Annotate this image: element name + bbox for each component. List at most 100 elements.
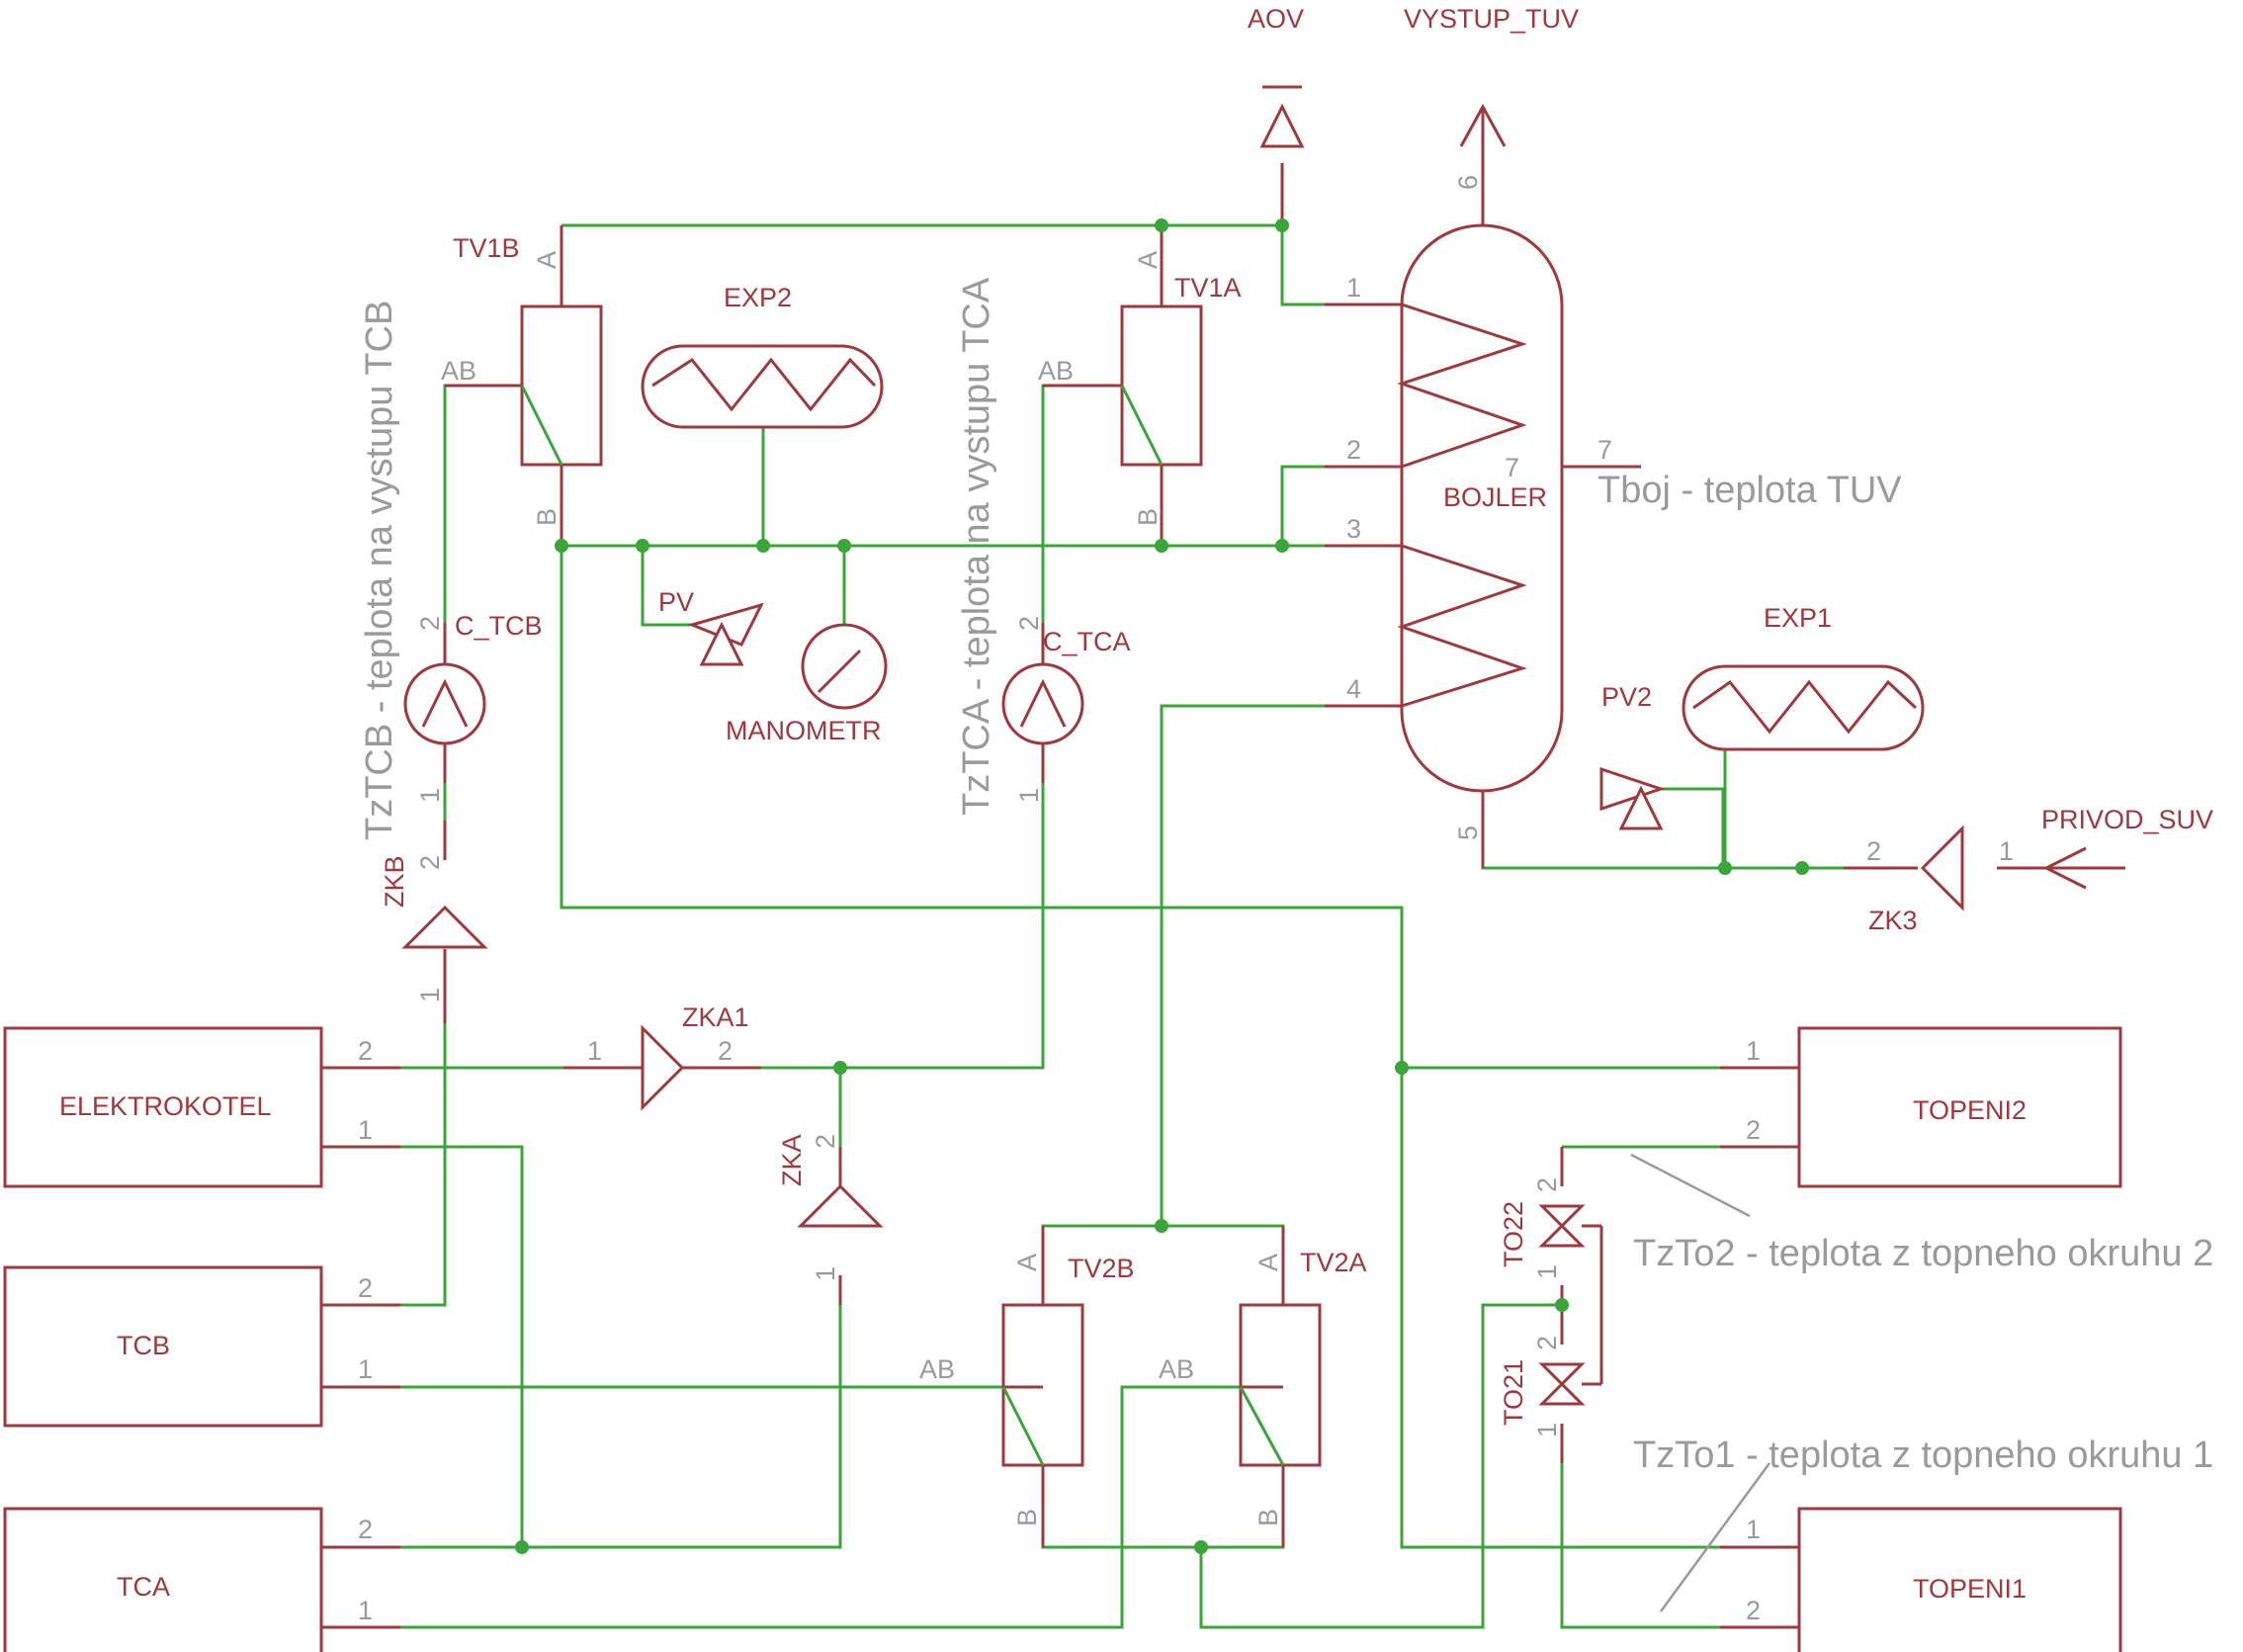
- topeni1-box[interactable]: [1797, 1507, 2122, 1652]
- pv-label: PV: [658, 587, 694, 617]
- svg-text:5: 5: [1453, 826, 1483, 840]
- svg-text:B: B: [1012, 1509, 1042, 1526]
- svg-text:2: 2: [358, 1273, 373, 1303]
- zka1-check-valve[interactable]: [641, 1024, 685, 1111]
- tv1a-valve[interactable]: [1120, 304, 1203, 467]
- tv2b-valve[interactable]: [1001, 1303, 1084, 1467]
- topeni2-box[interactable]: [1797, 1026, 2122, 1188]
- svg-text:2: 2: [1532, 1177, 1562, 1192]
- wire-tv1a-ab: [1041, 384, 1122, 623]
- zk3-check-valve[interactable]: [1920, 825, 1964, 912]
- wire-zka-tca: [400, 1275, 842, 1549]
- privod-suv-label: PRIVOD_SUV: [2041, 805, 2213, 834]
- svg-text:AB: AB: [1038, 356, 1074, 386]
- wire-zkb-tcb: [400, 1023, 447, 1307]
- zka-check-valve[interactable]: [797, 1183, 884, 1228]
- svg-text:AB: AB: [1159, 1354, 1194, 1384]
- wire-bojler4: [1041, 704, 1402, 1281]
- svg-text:1: 1: [1532, 1264, 1562, 1279]
- leader-lines: [1630, 1153, 1771, 1612]
- to21-valve[interactable]: [1538, 1362, 1601, 1406]
- note-tboj: Tboj - teplota TUV: [1597, 470, 1902, 511]
- svg-text:A: A: [1012, 1254, 1042, 1271]
- elektrokotel-label: ELEKTROKOTEL: [59, 1091, 272, 1121]
- svg-text:AB: AB: [919, 1354, 955, 1384]
- svg-text:2: 2: [1532, 1336, 1562, 1350]
- svg-text:2: 2: [1746, 1596, 1761, 1625]
- svg-text:2: 2: [811, 1134, 840, 1149]
- vystup-tuv-arrow[interactable]: [1459, 103, 1507, 148]
- svg-text:2: 2: [1014, 616, 1044, 631]
- exp2-vessel[interactable]: [641, 344, 884, 429]
- tv2b-label: TV2B: [1068, 1254, 1135, 1283]
- component-labels: AOV VYSTUP_TUV TV1B TV1A EXP2 EXP1 BOJLE…: [59, 4, 2213, 1604]
- aov-label: AOV: [1248, 4, 1304, 34]
- svg-text:2: 2: [1346, 435, 1361, 465]
- note-tzto1: TzTo1 - teplota z topneho okruhu 1: [1633, 1435, 2213, 1476]
- tca-box[interactable]: [3, 1507, 323, 1652]
- junctions: [515, 218, 1809, 1554]
- vystup-tuv-label: VYSTUP_TUV: [1404, 4, 1579, 34]
- pin-stubs: [321, 109, 2125, 1629]
- svg-text:1: 1: [811, 1266, 840, 1281]
- c-tca-label: C_TCA: [1043, 627, 1131, 656]
- zk3-label: ZK3: [1868, 906, 1918, 935]
- svg-text:7: 7: [1505, 453, 1519, 482]
- zka1-label: ZKA1: [682, 1002, 749, 1032]
- tcb-box[interactable]: [3, 1265, 323, 1428]
- svg-text:A: A: [532, 251, 561, 269]
- svg-text:B: B: [1253, 1509, 1283, 1526]
- svg-text:AB: AB: [441, 356, 476, 386]
- pv2-relief-valve[interactable]: [1599, 766, 1666, 830]
- svg-text:1: 1: [358, 1354, 373, 1384]
- svg-text:6: 6: [1453, 175, 1483, 190]
- svg-text:7: 7: [1597, 435, 1612, 465]
- tv1b-label: TV1B: [453, 233, 520, 263]
- manometr-label: MANOMETR: [726, 716, 882, 745]
- svg-text:A: A: [1253, 1254, 1283, 1271]
- svg-text:2: 2: [1746, 1115, 1761, 1145]
- tv1b-valve[interactable]: [520, 304, 603, 467]
- elektrokotel-box[interactable]: [3, 1026, 323, 1188]
- c-tca-pump[interactable]: [1001, 662, 1084, 745]
- svg-text:2: 2: [1866, 836, 1881, 866]
- svg-text:1: 1: [1999, 836, 2014, 866]
- svg-text:1: 1: [1014, 788, 1044, 803]
- svg-text:1: 1: [415, 788, 445, 803]
- wire-tv1b-ab: [443, 384, 522, 623]
- tv1a-label: TV1A: [1174, 273, 1242, 303]
- zkb-check-valve[interactable]: [401, 905, 488, 949]
- aov-symbol[interactable]: [1259, 85, 1305, 148]
- exp1-vessel[interactable]: [1682, 664, 1925, 751]
- pin-labels: AB A B AB A B 6 1 2 3 4 7 7 5 2 1 2 1 2 …: [358, 175, 2014, 1625]
- wire-pv: [641, 546, 692, 627]
- tv2a-label: TV2A: [1300, 1248, 1367, 1277]
- note-tzto2: TzTo2 - teplota z topneho okruhu 2: [1633, 1233, 2213, 1274]
- pv-relief-valve[interactable]: [687, 602, 764, 666]
- privod-suv-arrow[interactable]: [2042, 846, 2125, 890]
- exp1-label: EXP1: [1764, 603, 1832, 633]
- svg-text:A: A: [1133, 251, 1163, 269]
- tv2a-valve[interactable]: [1239, 1303, 1322, 1467]
- svg-text:2: 2: [415, 855, 445, 870]
- zka-label: ZKA: [777, 1134, 807, 1186]
- c-tcb-pump[interactable]: [403, 662, 486, 745]
- svg-text:B: B: [532, 508, 561, 526]
- svg-text:1: 1: [358, 1115, 373, 1145]
- to22-valve[interactable]: [1538, 1204, 1603, 1384]
- svg-text:1: 1: [415, 988, 445, 1002]
- svg-text:2: 2: [358, 1036, 373, 1066]
- notes: TzTCB - teplota na vystupu TCB TzTCA - t…: [359, 277, 2213, 1476]
- manometr-gauge[interactable]: [801, 623, 888, 710]
- svg-text:2: 2: [358, 1515, 373, 1544]
- tca-label: TCA: [117, 1572, 170, 1602]
- wire-ctca-zka1: [840, 783, 1045, 1070]
- c-tcb-label: C_TCB: [455, 611, 543, 641]
- wire-to-column: [1560, 1145, 1799, 1629]
- topeni1-label: TOPENI1: [1913, 1574, 2027, 1604]
- topeni2-label: TOPENI2: [1913, 1095, 2027, 1125]
- to21-label: TO21: [1499, 1359, 1528, 1426]
- bojler-tank[interactable]: [1397, 223, 1564, 793]
- svg-text:B: B: [1133, 508, 1163, 526]
- svg-text:1: 1: [358, 1596, 373, 1625]
